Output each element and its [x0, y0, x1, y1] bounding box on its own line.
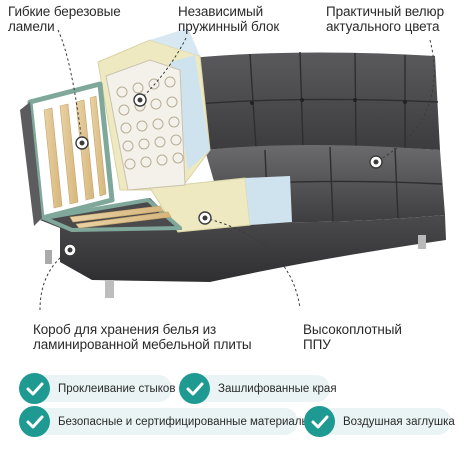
callout-dot-icon [133, 93, 147, 107]
frame-backrest [20, 81, 115, 226]
feature-badge: Зашлифованные края [179, 373, 337, 404]
callout-dot-icon [63, 243, 77, 257]
leader-lamels [57, 29, 83, 144]
check-icon [304, 406, 335, 437]
check-icon [19, 406, 50, 437]
leader-velour [375, 39, 435, 163]
callout-dot-icon [75, 136, 89, 150]
check-icon [179, 373, 210, 404]
sofa-backrest [190, 51, 440, 150]
leader-springs [139, 37, 187, 101]
feature-label: Воздушная заглушка [343, 415, 455, 428]
feature-badge: Воздушная заглушка [304, 406, 455, 437]
feature-label: Безопасные и сертифицированные материалы [58, 415, 310, 428]
leader-storage [39, 249, 71, 311]
callout-storage-box: Короб для хранения белья из ламинированн… [33, 322, 252, 352]
feature-badge: Проклеивание стыков [19, 373, 176, 404]
feature-label: Проклеивание стыков [58, 382, 176, 395]
callout-velour: Практичный велюр актуального цвета [326, 4, 444, 34]
callout-dot-icon [198, 211, 212, 225]
callout-lamels: Гибкие березовые ламели [8, 4, 121, 34]
feature-label: Зашлифованные края [218, 382, 337, 395]
sofa-base [45, 215, 446, 298]
feature-badge: Безопасные и сертифицированные материалы [19, 406, 310, 437]
frame-seat [40, 198, 182, 232]
check-icon [19, 373, 50, 404]
callout-spring-block: Независимый пружинный блок [178, 4, 280, 34]
callout-dot-icon [369, 155, 383, 169]
callout-foam: Высокоплотный ППУ [303, 322, 402, 352]
